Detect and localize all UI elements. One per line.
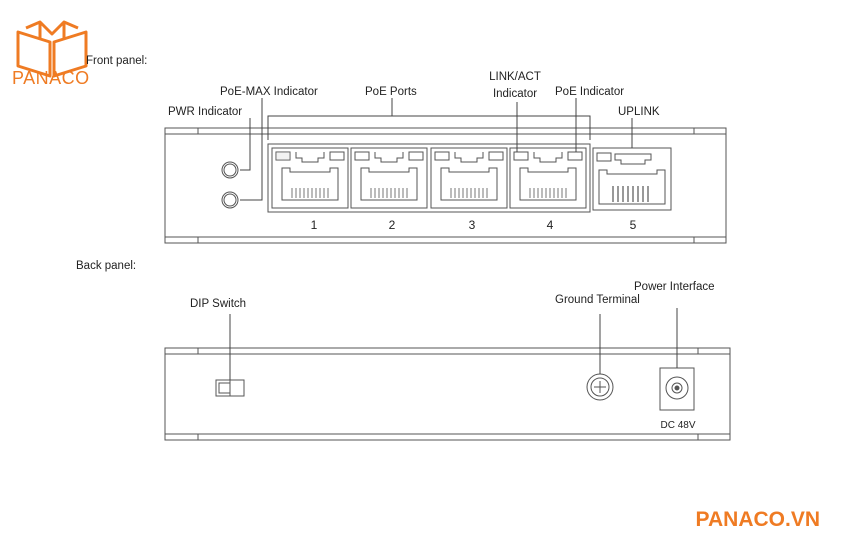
panaco-logo-icon [16,20,88,78]
port-number-1: 1 [310,218,318,232]
port-number-3: 3 [468,218,476,232]
ground-terminal-icon [586,373,614,401]
dip-switch-icon [215,379,245,397]
logo-text: PANACO [12,68,90,88]
back-panel-heading: Back panel: [76,260,137,272]
pwr-led-icon [221,161,239,179]
link-act-label-line2: Indicator [492,88,538,100]
ground-terminal-label: Ground Terminal [555,294,640,306]
power-interface-icon [659,367,695,411]
link-act-label-line1: LINK/ACT [489,71,541,83]
uplink-label: UPLINK [618,106,660,118]
dc-rating-label: DC 48V [660,420,696,431]
website-text: PANACO.VN [695,508,820,531]
rj45-port-2-icon [350,147,428,209]
uplink-port-icon [592,147,672,211]
front-callout-lines [240,98,633,201]
poe-indicator-label: PoE Indicator [555,86,625,98]
port-number-5: 5 [629,218,637,232]
poe-ports-label: PoE Ports [365,86,417,98]
power-interface-label: Power Interface [634,281,715,293]
pwr-indicator-label: PWR Indicator [168,106,243,118]
front-panel-heading: Front panel: [86,55,148,67]
port-number-4: 4 [546,218,554,232]
rj45-port-3-icon [430,147,508,209]
port-number-2: 2 [388,218,396,232]
rj45-port-4-icon [509,147,587,209]
dip-switch-label: DIP Switch [190,298,247,310]
back-panel-body [164,347,731,441]
poe-ports-frame [267,143,591,213]
poe-max-indicator-label: PoE-MAX Indicator [220,86,318,98]
front-panel-body [164,127,727,244]
poe-max-led-icon [221,191,239,209]
